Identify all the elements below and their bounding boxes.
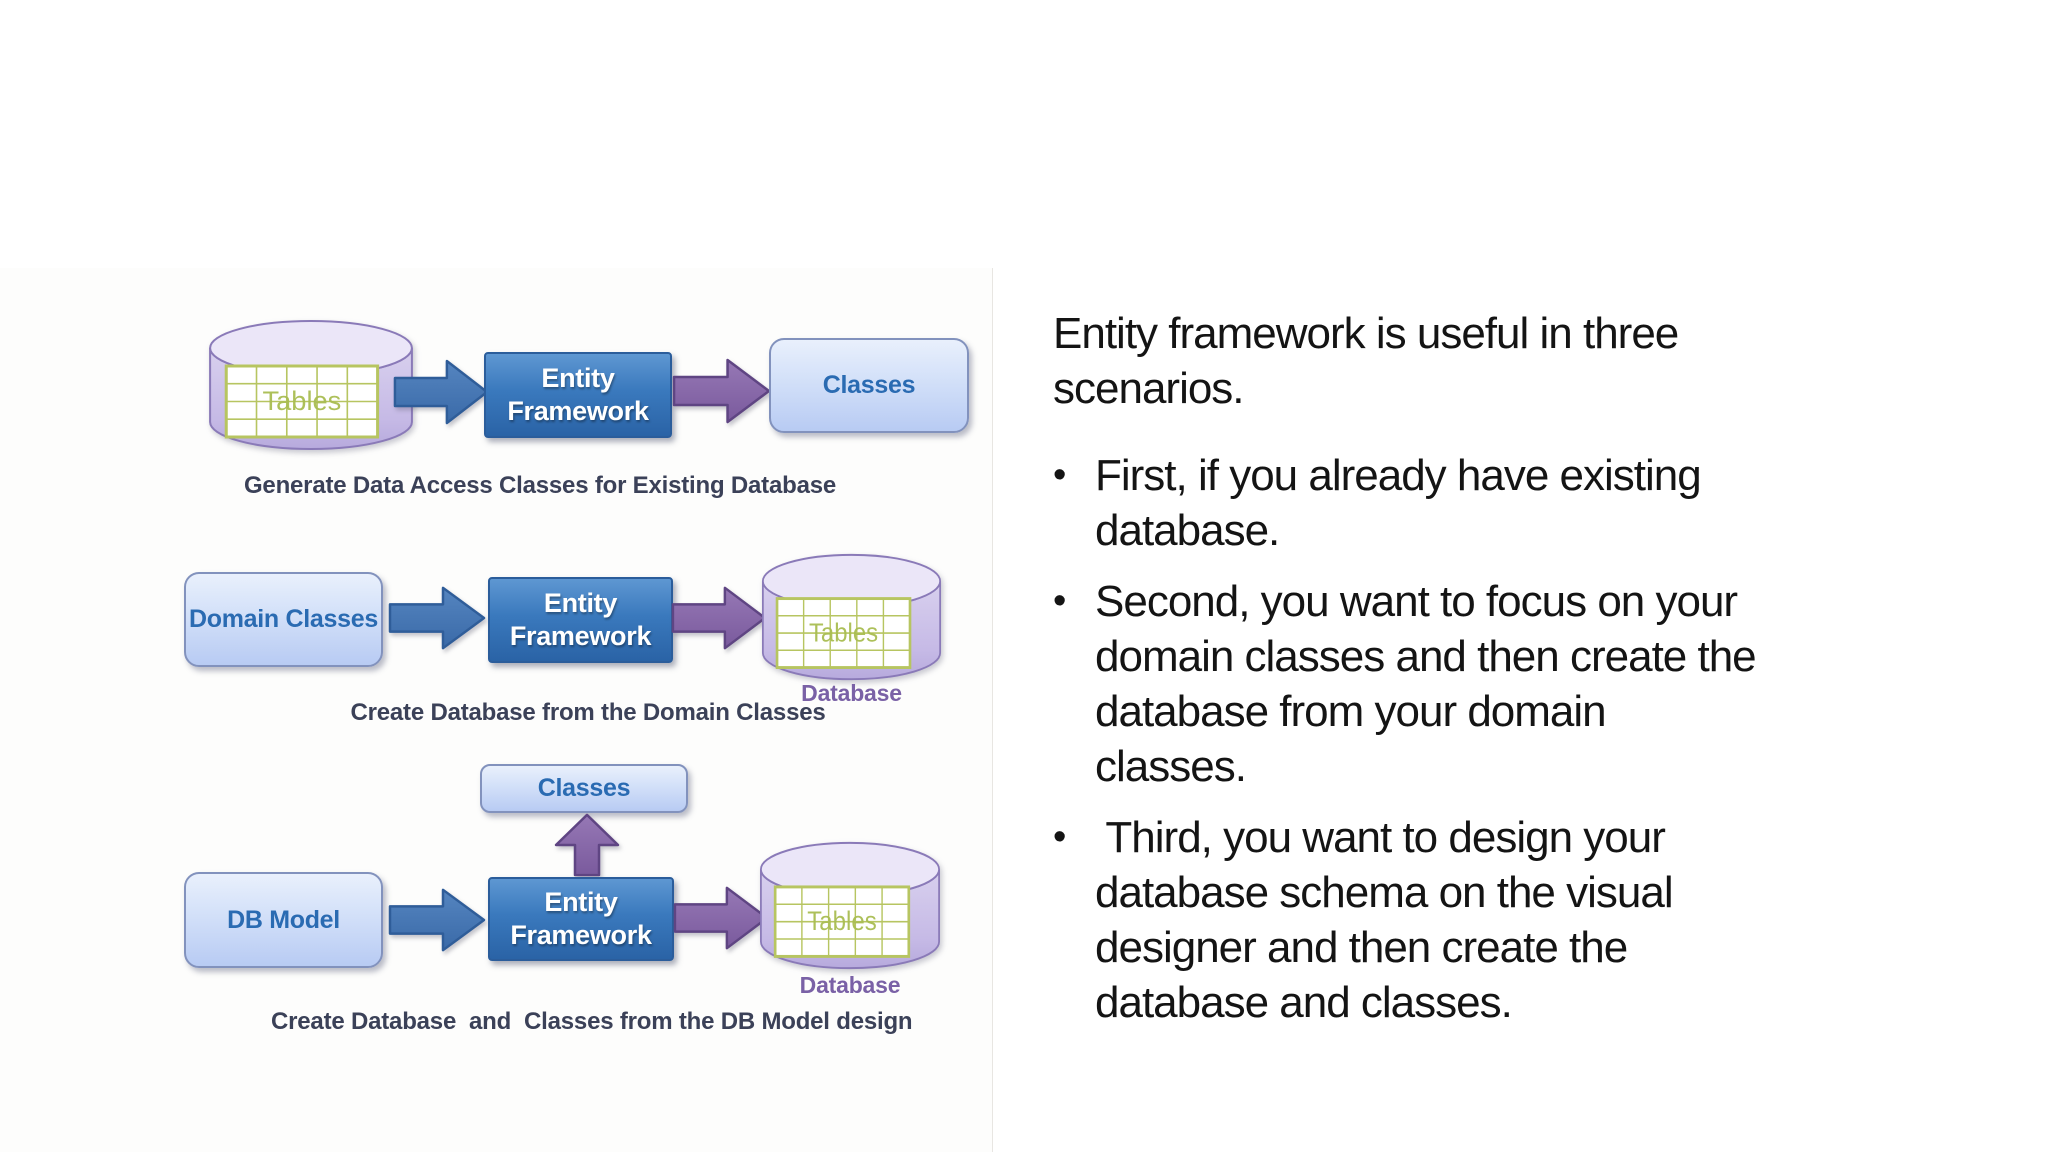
database-label-row3: Database — [799, 972, 901, 998]
caption-row2: Create Database from the Domain Classes — [350, 699, 826, 726]
bullet-item-second: • Second, you want to focus on your doma… — [1053, 574, 1953, 794]
bullet-line: database from your domain — [1095, 687, 1607, 736]
bullet-line: First, if you already have existing — [1095, 451, 1702, 500]
bullet-line: designer and then create the — [1095, 923, 1628, 972]
purple-arrow-icon-row2 — [670, 581, 768, 655]
purple-up-arrow-icon — [551, 812, 623, 878]
blue-arrow-icon-row2 — [387, 581, 487, 655]
bullet-text: First, if you already have existing data… — [1095, 448, 1702, 558]
intro-line: Entity framework is useful in three — [1053, 309, 1679, 358]
entity-framework-label-line1: Entity — [543, 588, 618, 618]
bullet-line: Second, you want to focus on your — [1095, 577, 1738, 626]
bullet-line: database schema on the visual — [1095, 868, 1674, 917]
classes-box-row3: Classes — [480, 764, 688, 813]
intro-line: scenarios. — [1053, 364, 1245, 413]
bullet-line: database and classes. — [1095, 978, 1513, 1027]
domain-classes-label: Domain Classes — [189, 605, 378, 633]
database-cylinder-row3: Tables — [752, 838, 948, 975]
classes-box-row1: Classes — [769, 338, 969, 433]
purple-arrow-icon-row3 — [672, 881, 770, 955]
blue-arrow-icon-row1 — [392, 354, 490, 430]
tables-grid-icon: Tables — [224, 364, 380, 439]
bullet-marker: • — [1053, 816, 1067, 858]
database-cylinder-row1: Tables — [200, 316, 422, 456]
caption-row1: Generate Data Access Classes for Existin… — [243, 472, 837, 499]
tables-label: Tables — [263, 385, 342, 416]
classes-label-row1: Classes — [822, 371, 916, 399]
entity-framework-label-line1: Entity — [541, 363, 615, 393]
db-model-label: DB Model — [227, 905, 340, 934]
bullet-line: classes. — [1095, 742, 1247, 791]
purple-arrow-icon-row1 — [671, 353, 772, 429]
entity-framework-label-line2: Framework — [510, 920, 652, 950]
blue-arrow-icon-row3 — [387, 883, 487, 957]
caption-row3: Create Database and Classes from the DB … — [271, 1008, 913, 1035]
db-model-box: DB Model — [184, 872, 383, 968]
bullet-line: Third, you want to design your — [1095, 813, 1665, 862]
text-panel: Entity framework is useful in three scen… — [1053, 306, 1953, 1046]
tables-grid-icon: Tables — [775, 597, 912, 669]
bullet-marker: • — [1053, 454, 1067, 496]
tables-label: Tables — [809, 618, 878, 647]
bullet-marker: • — [1053, 580, 1067, 622]
tables-label: Tables — [807, 907, 877, 936]
bullet-item-third: • Third, you want to design your databas… — [1053, 810, 1953, 1030]
bullet-text: Third, you want to design your database … — [1095, 810, 1674, 1030]
intro-paragraph: Entity framework is useful in three scen… — [1053, 306, 1953, 416]
entity-framework-label-line2: Framework — [507, 396, 649, 426]
bullet-line: database. — [1095, 506, 1280, 555]
bullet-text: Second, you want to focus on your domain… — [1095, 574, 1757, 794]
database-label-row2: Database — [801, 680, 902, 706]
classes-label-row3: Classes — [537, 774, 631, 802]
entity-framework-box-row3: Entity Framework — [488, 877, 674, 961]
bullet-line: domain classes and then create the — [1095, 632, 1757, 681]
tables-grid-icon: Tables — [773, 885, 911, 958]
entity-framework-box-row2: Entity Framework — [488, 577, 673, 663]
domain-classes-box: Domain Classes — [184, 572, 383, 667]
entity-framework-box-row1: Entity Framework — [484, 352, 672, 438]
entity-framework-label-line1: Entity — [544, 887, 618, 917]
bullet-item-first: • First, if you already have existing da… — [1053, 448, 1953, 558]
entity-framework-label-line2: Framework — [509, 621, 652, 651]
database-cylinder-row2: Tables — [754, 550, 949, 686]
